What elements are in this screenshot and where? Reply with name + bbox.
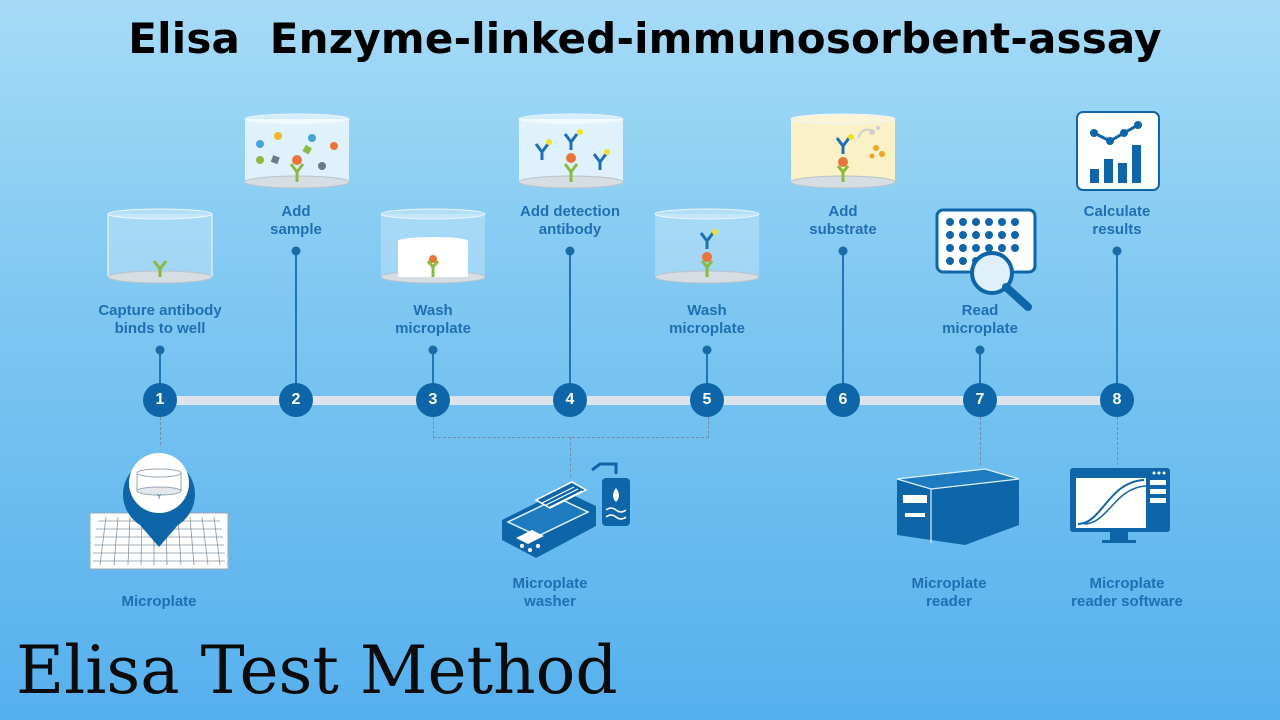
step-3-circle: 3 — [416, 383, 450, 417]
dash-washer — [570, 437, 571, 477]
well-wash-2-icon — [654, 208, 760, 284]
well-wash-icon — [380, 208, 486, 284]
well-detection-antibody-icon — [518, 113, 624, 189]
connector-step-5 — [706, 350, 708, 396]
step-7-circle: 7 — [963, 383, 997, 417]
step-1-circle: 1 — [143, 383, 177, 417]
dash-step-1 — [160, 417, 161, 445]
step-6-circle: 6 — [826, 383, 860, 417]
equipment-microplate-label: Microplate — [121, 593, 197, 610]
dash-reader — [980, 417, 981, 465]
dash-wash-bracket — [433, 417, 709, 438]
step-2-label: Add sample — [270, 203, 322, 238]
timeline-bar — [160, 396, 1118, 405]
step-4-label: Add detection antibody — [520, 203, 620, 238]
connector-dot-5 — [702, 345, 712, 355]
main-title: Elisa Enzyme-linked-immunosorbent-assay — [128, 14, 1162, 63]
bottom-title: Elisa Test Method — [16, 632, 618, 709]
reader-software-monitor-icon — [1070, 468, 1170, 543]
microplate-icon: Y — [89, 453, 229, 570]
step-8-label: Calculate results — [1083, 203, 1151, 238]
step-4-circle: 4 — [553, 383, 587, 417]
connector-step-4 — [569, 251, 571, 396]
equipment-washer-label: Microplate washer — [512, 575, 588, 610]
microplate-washer-icon — [502, 462, 630, 558]
connector-step-3 — [432, 350, 434, 396]
step-8-circle: 8 — [1100, 383, 1134, 417]
connector-dot-2 — [291, 246, 301, 256]
connector-dot-1 — [155, 345, 165, 355]
well-capture-antibody-icon — [107, 208, 213, 284]
connector-dot-4 — [565, 246, 575, 256]
connector-dot-3 — [428, 345, 438, 355]
connector-step-6 — [842, 251, 844, 396]
plate-reader-magnifier-icon — [935, 208, 1037, 311]
connector-dot-7 — [975, 345, 985, 355]
connector-dot-8 — [1112, 246, 1122, 256]
step-7-label: Read microplate — [942, 302, 1018, 337]
connector-step-7 — [979, 350, 981, 396]
well-add-sample-icon — [244, 113, 350, 189]
equipment-reader-label: Microplate reader — [911, 575, 987, 610]
calculate-chart-icon — [1076, 111, 1160, 191]
connector-step-1 — [159, 350, 161, 396]
well-substrate-icon — [790, 113, 896, 189]
connector-step-8 — [1116, 251, 1118, 396]
step-5-label: Wash microplate — [669, 302, 745, 337]
svg-text:Y: Y — [156, 493, 162, 501]
connector-step-2 — [295, 251, 297, 396]
step-2-circle: 2 — [279, 383, 313, 417]
step-1-label: Capture antibody binds to well — [98, 302, 222, 337]
step-6-label: Add substrate — [809, 203, 877, 238]
step-3-label: Wash microplate — [395, 302, 471, 337]
step-5-circle: 5 — [690, 383, 724, 417]
equipment-software-label: Microplate reader software — [1071, 575, 1183, 610]
dash-software — [1117, 417, 1118, 465]
connector-dot-6 — [838, 246, 848, 256]
microplate-reader-icon — [896, 468, 1020, 545]
